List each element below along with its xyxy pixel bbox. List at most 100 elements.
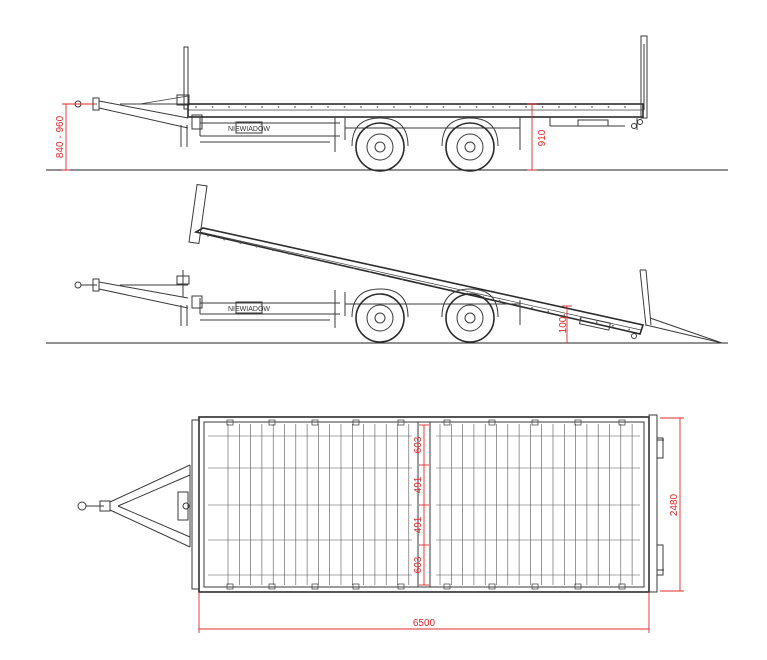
deck bbox=[187, 103, 644, 118]
bay-markers bbox=[226, 419, 626, 590]
stake-pocket bbox=[574, 419, 582, 426]
rear-ramp-raised bbox=[631, 35, 648, 130]
stake-pocket bbox=[531, 583, 539, 590]
deck-hole bbox=[211, 106, 214, 108]
deck-hole bbox=[255, 245, 258, 248]
dim-deck-height: 910 bbox=[527, 103, 548, 171]
deck-hole bbox=[433, 285, 436, 288]
dim-deck-height-label: 910 bbox=[537, 129, 548, 146]
stake-pocket bbox=[397, 419, 405, 426]
deck-holes bbox=[195, 106, 626, 108]
dim-bay-1-label: 603 bbox=[413, 436, 424, 453]
deck-hole bbox=[343, 106, 346, 108]
deck-hole bbox=[360, 106, 362, 108]
dim-total-width: 2480 bbox=[660, 417, 684, 592]
deck-hole bbox=[409, 106, 412, 108]
deck-hole bbox=[459, 106, 461, 108]
wheel-rear bbox=[441, 117, 499, 172]
brand-label: NIEWIADÓW bbox=[228, 124, 270, 133]
stake-pocket bbox=[311, 419, 319, 426]
dim-rear-height: 100 bbox=[558, 305, 572, 343]
towing-eye bbox=[74, 281, 82, 289]
deck-hole bbox=[385, 274, 388, 277]
drawbar bbox=[74, 95, 189, 129]
tilted-view: NIEWIADÓW bbox=[46, 184, 728, 344]
dim-drawbar-height-label: 840 - 960 bbox=[55, 115, 66, 158]
stake-pocket bbox=[397, 583, 405, 590]
front-wall-tilted bbox=[188, 184, 208, 244]
chassis: NIEWIADÓW bbox=[199, 117, 625, 152]
stake-pocket bbox=[488, 419, 496, 426]
dim-bay-3-label: 491 bbox=[413, 516, 424, 533]
dim-bay-chain: 603 491 491 603 bbox=[413, 424, 429, 586]
wheel-rear bbox=[441, 288, 499, 343]
chassis: NIEWIADÓW bbox=[199, 290, 611, 331]
deck-hole bbox=[492, 106, 494, 108]
deck-hole bbox=[310, 106, 313, 108]
dim-bay-2-label: 491 bbox=[413, 476, 424, 493]
stake-pocket bbox=[443, 583, 451, 590]
deck-hole bbox=[288, 253, 290, 255]
stake-pocket bbox=[268, 419, 276, 426]
deck-hole bbox=[442, 106, 445, 108]
deck-hole bbox=[277, 106, 280, 108]
deck-hole bbox=[393, 106, 395, 108]
drawbar bbox=[74, 278, 189, 309]
wheel-front bbox=[351, 117, 409, 172]
towing-eye bbox=[77, 501, 87, 511]
deck-hole bbox=[320, 260, 323, 262]
stake-pocket bbox=[352, 419, 360, 426]
dim-total-length: 6500 bbox=[198, 592, 650, 633]
deck-hole bbox=[195, 106, 197, 108]
dim-drawbar-height: 840 - 960 bbox=[55, 103, 96, 171]
deck-hole bbox=[239, 242, 242, 245]
deck-hole bbox=[595, 321, 598, 324]
deck-hole bbox=[624, 106, 626, 108]
brand-plate bbox=[235, 121, 263, 134]
deck-hole bbox=[426, 106, 428, 108]
top-view: 603 491 491 603 2480 6500 bbox=[77, 414, 684, 633]
stake-pocket bbox=[311, 583, 319, 590]
deck-hole bbox=[271, 249, 274, 252]
deck-hole bbox=[591, 106, 593, 108]
deck-hole bbox=[261, 106, 263, 108]
deck-hole bbox=[574, 106, 577, 108]
deck-hole bbox=[531, 306, 533, 309]
deck-hole bbox=[228, 106, 230, 108]
brand-plate bbox=[235, 301, 263, 314]
deck-hole bbox=[628, 328, 631, 331]
deck-hole bbox=[244, 106, 247, 108]
deck-hole bbox=[352, 267, 355, 270]
brand-label: NIEWIADÓW bbox=[228, 304, 270, 313]
rear-ramp-lowered bbox=[631, 269, 723, 344]
deck-hole bbox=[294, 106, 296, 108]
deck-hole bbox=[207, 235, 209, 237]
deck-hole bbox=[304, 256, 307, 259]
deck-hole bbox=[612, 324, 614, 327]
dim-total-width-label: 2480 bbox=[669, 493, 680, 516]
deck-hole bbox=[541, 106, 544, 108]
deck-hole bbox=[607, 106, 610, 108]
deck-hole bbox=[336, 263, 339, 266]
deck-hole bbox=[547, 310, 550, 313]
deck-hole bbox=[401, 278, 404, 280]
stake-pocket bbox=[618, 419, 626, 426]
deck-hole bbox=[327, 106, 329, 108]
deck-hole bbox=[498, 299, 501, 302]
stake-pocket bbox=[443, 419, 451, 426]
deck-hole bbox=[417, 281, 420, 284]
deck-hole bbox=[563, 314, 566, 316]
deck-hole bbox=[525, 106, 527, 108]
stake-pocket bbox=[488, 583, 496, 590]
deck-frame bbox=[191, 414, 664, 593]
stake-pocket bbox=[618, 583, 626, 590]
deck-hole bbox=[475, 106, 478, 108]
front-wall bbox=[176, 46, 203, 147]
deck-hole bbox=[450, 289, 452, 291]
dim-bay-4-label: 603 bbox=[413, 556, 424, 573]
deck-hole bbox=[376, 106, 379, 108]
deck-hole bbox=[223, 238, 226, 241]
stake-pocket bbox=[574, 583, 582, 590]
deck-planks bbox=[208, 424, 640, 585]
